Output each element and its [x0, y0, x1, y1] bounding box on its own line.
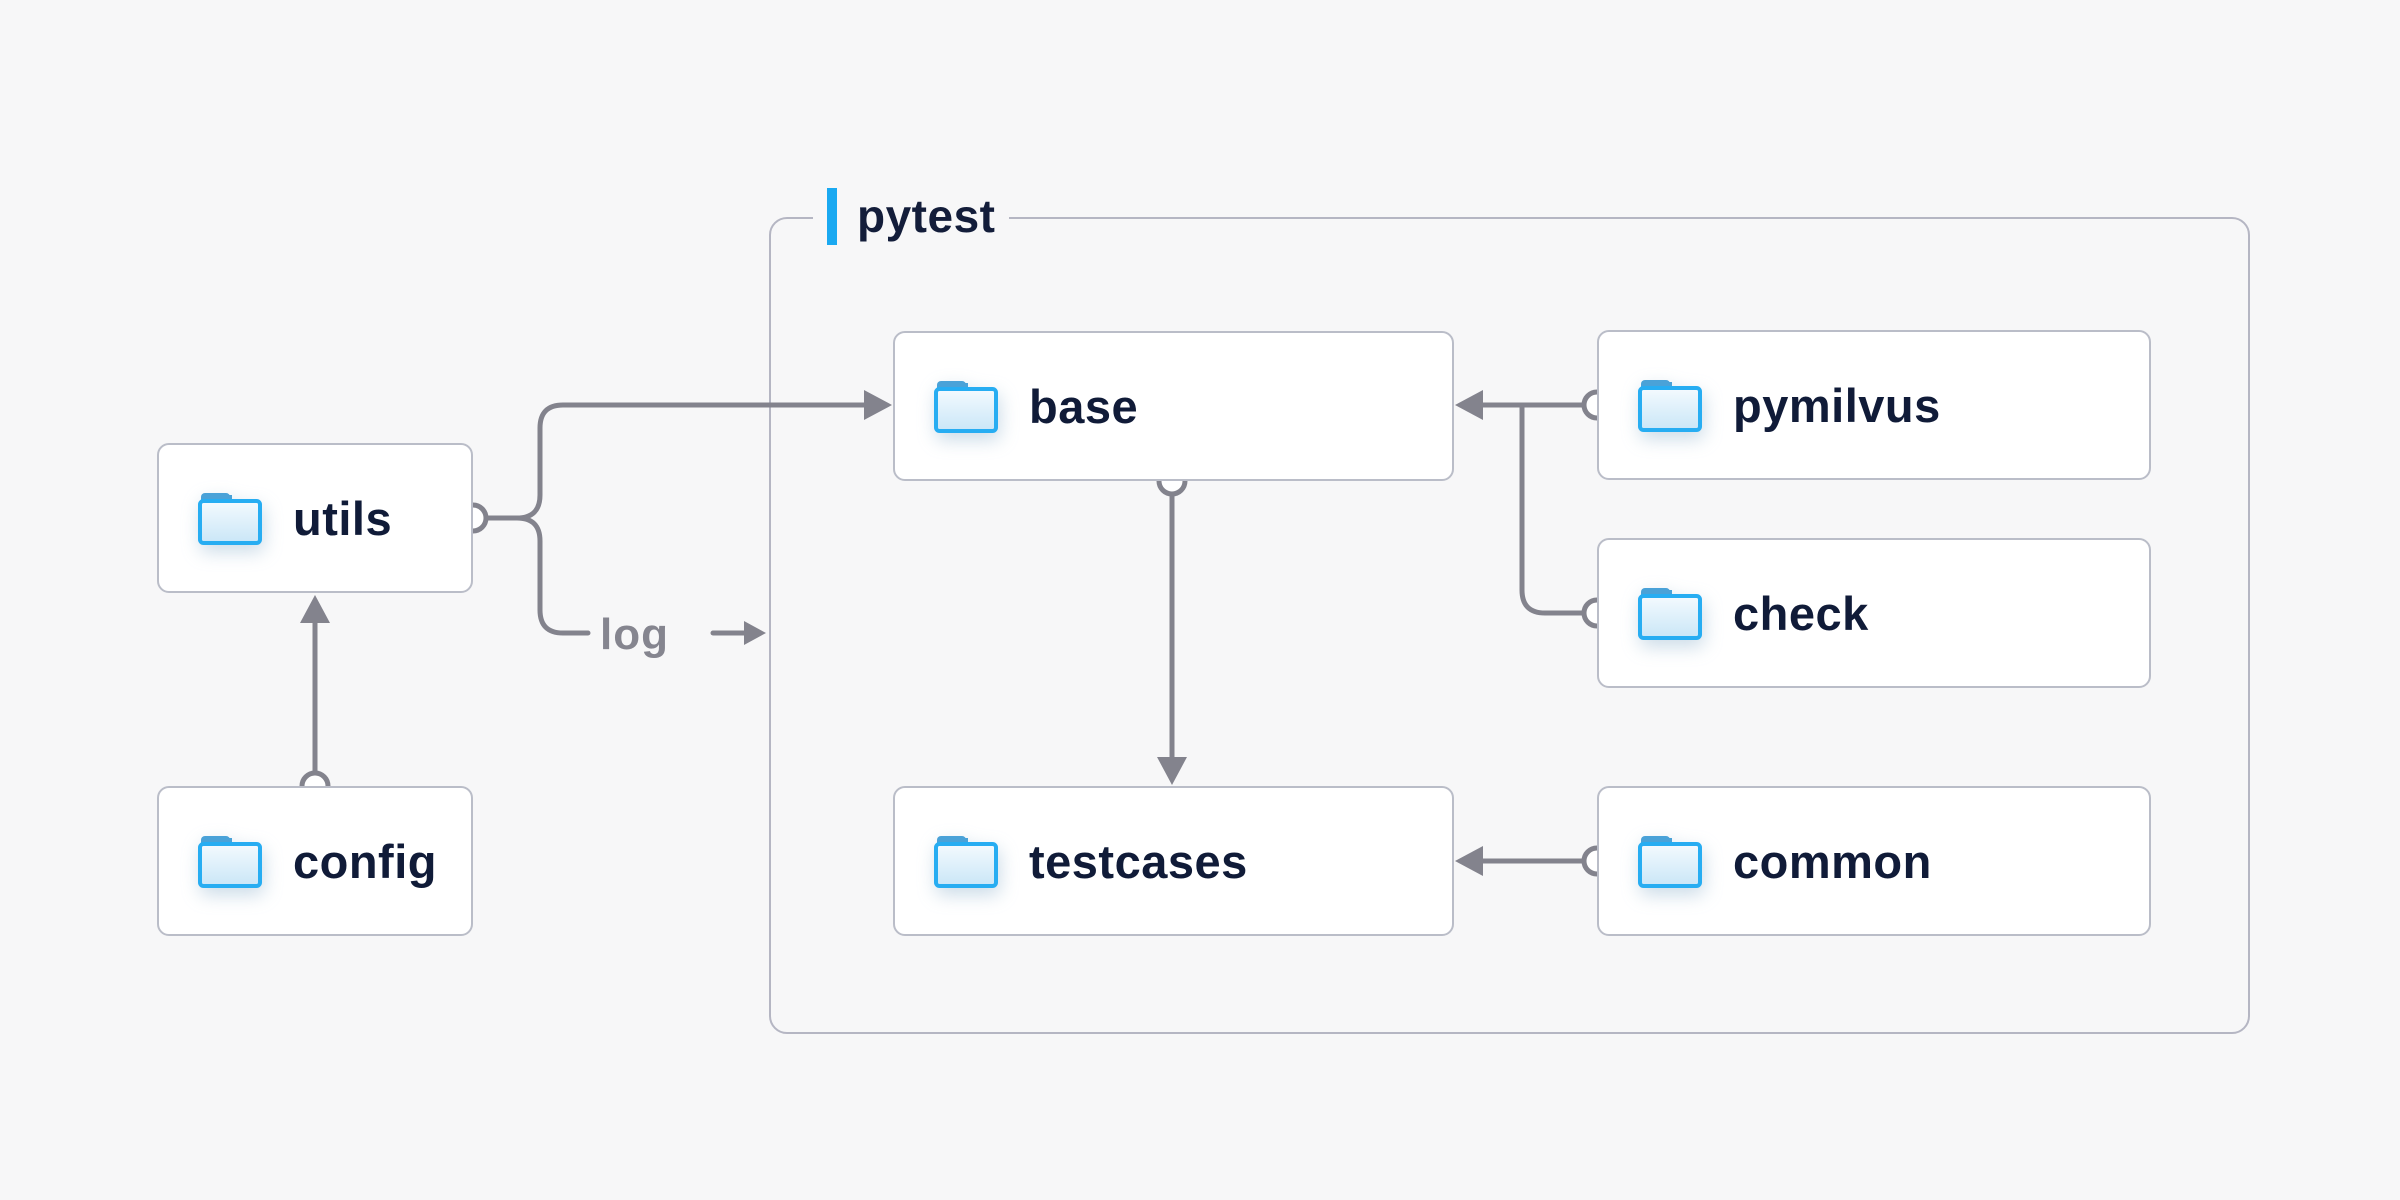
pytest-group-label: pytest — [813, 187, 1010, 245]
group-title: pytest — [857, 190, 996, 242]
folder-icon — [1638, 380, 1702, 432]
node-config[interactable]: config — [157, 786, 473, 936]
node-label: config — [293, 834, 437, 888]
folder-icon — [198, 493, 262, 545]
node-check[interactable]: check — [1597, 538, 2151, 688]
node-label: pymilvus — [1733, 378, 1941, 432]
node-label: utils — [293, 491, 393, 545]
folder-icon — [934, 381, 998, 433]
arrowhead-into-utils-bottom — [300, 595, 330, 623]
node-label: base — [1029, 379, 1139, 433]
node-label: common — [1733, 834, 1932, 888]
folder-icon — [934, 836, 998, 888]
folder-icon — [198, 836, 262, 888]
node-common[interactable]: common — [1597, 786, 2151, 936]
folder-icon — [1638, 836, 1702, 888]
node-utils[interactable]: utils — [157, 443, 473, 593]
node-testcases[interactable]: testcases — [893, 786, 1454, 936]
arrowhead-log — [744, 621, 766, 645]
folder-icon — [1638, 588, 1702, 640]
edge-utils-log — [485, 515, 591, 636]
node-label: check — [1733, 586, 1869, 640]
pytest-group — [769, 217, 2250, 1034]
node-label: testcases — [1029, 834, 1248, 888]
node-base[interactable]: base — [893, 331, 1454, 481]
node-pymilvus[interactable]: pymilvus — [1597, 330, 2151, 480]
log-label: log — [600, 610, 669, 659]
accent-bar-icon — [827, 187, 837, 245]
